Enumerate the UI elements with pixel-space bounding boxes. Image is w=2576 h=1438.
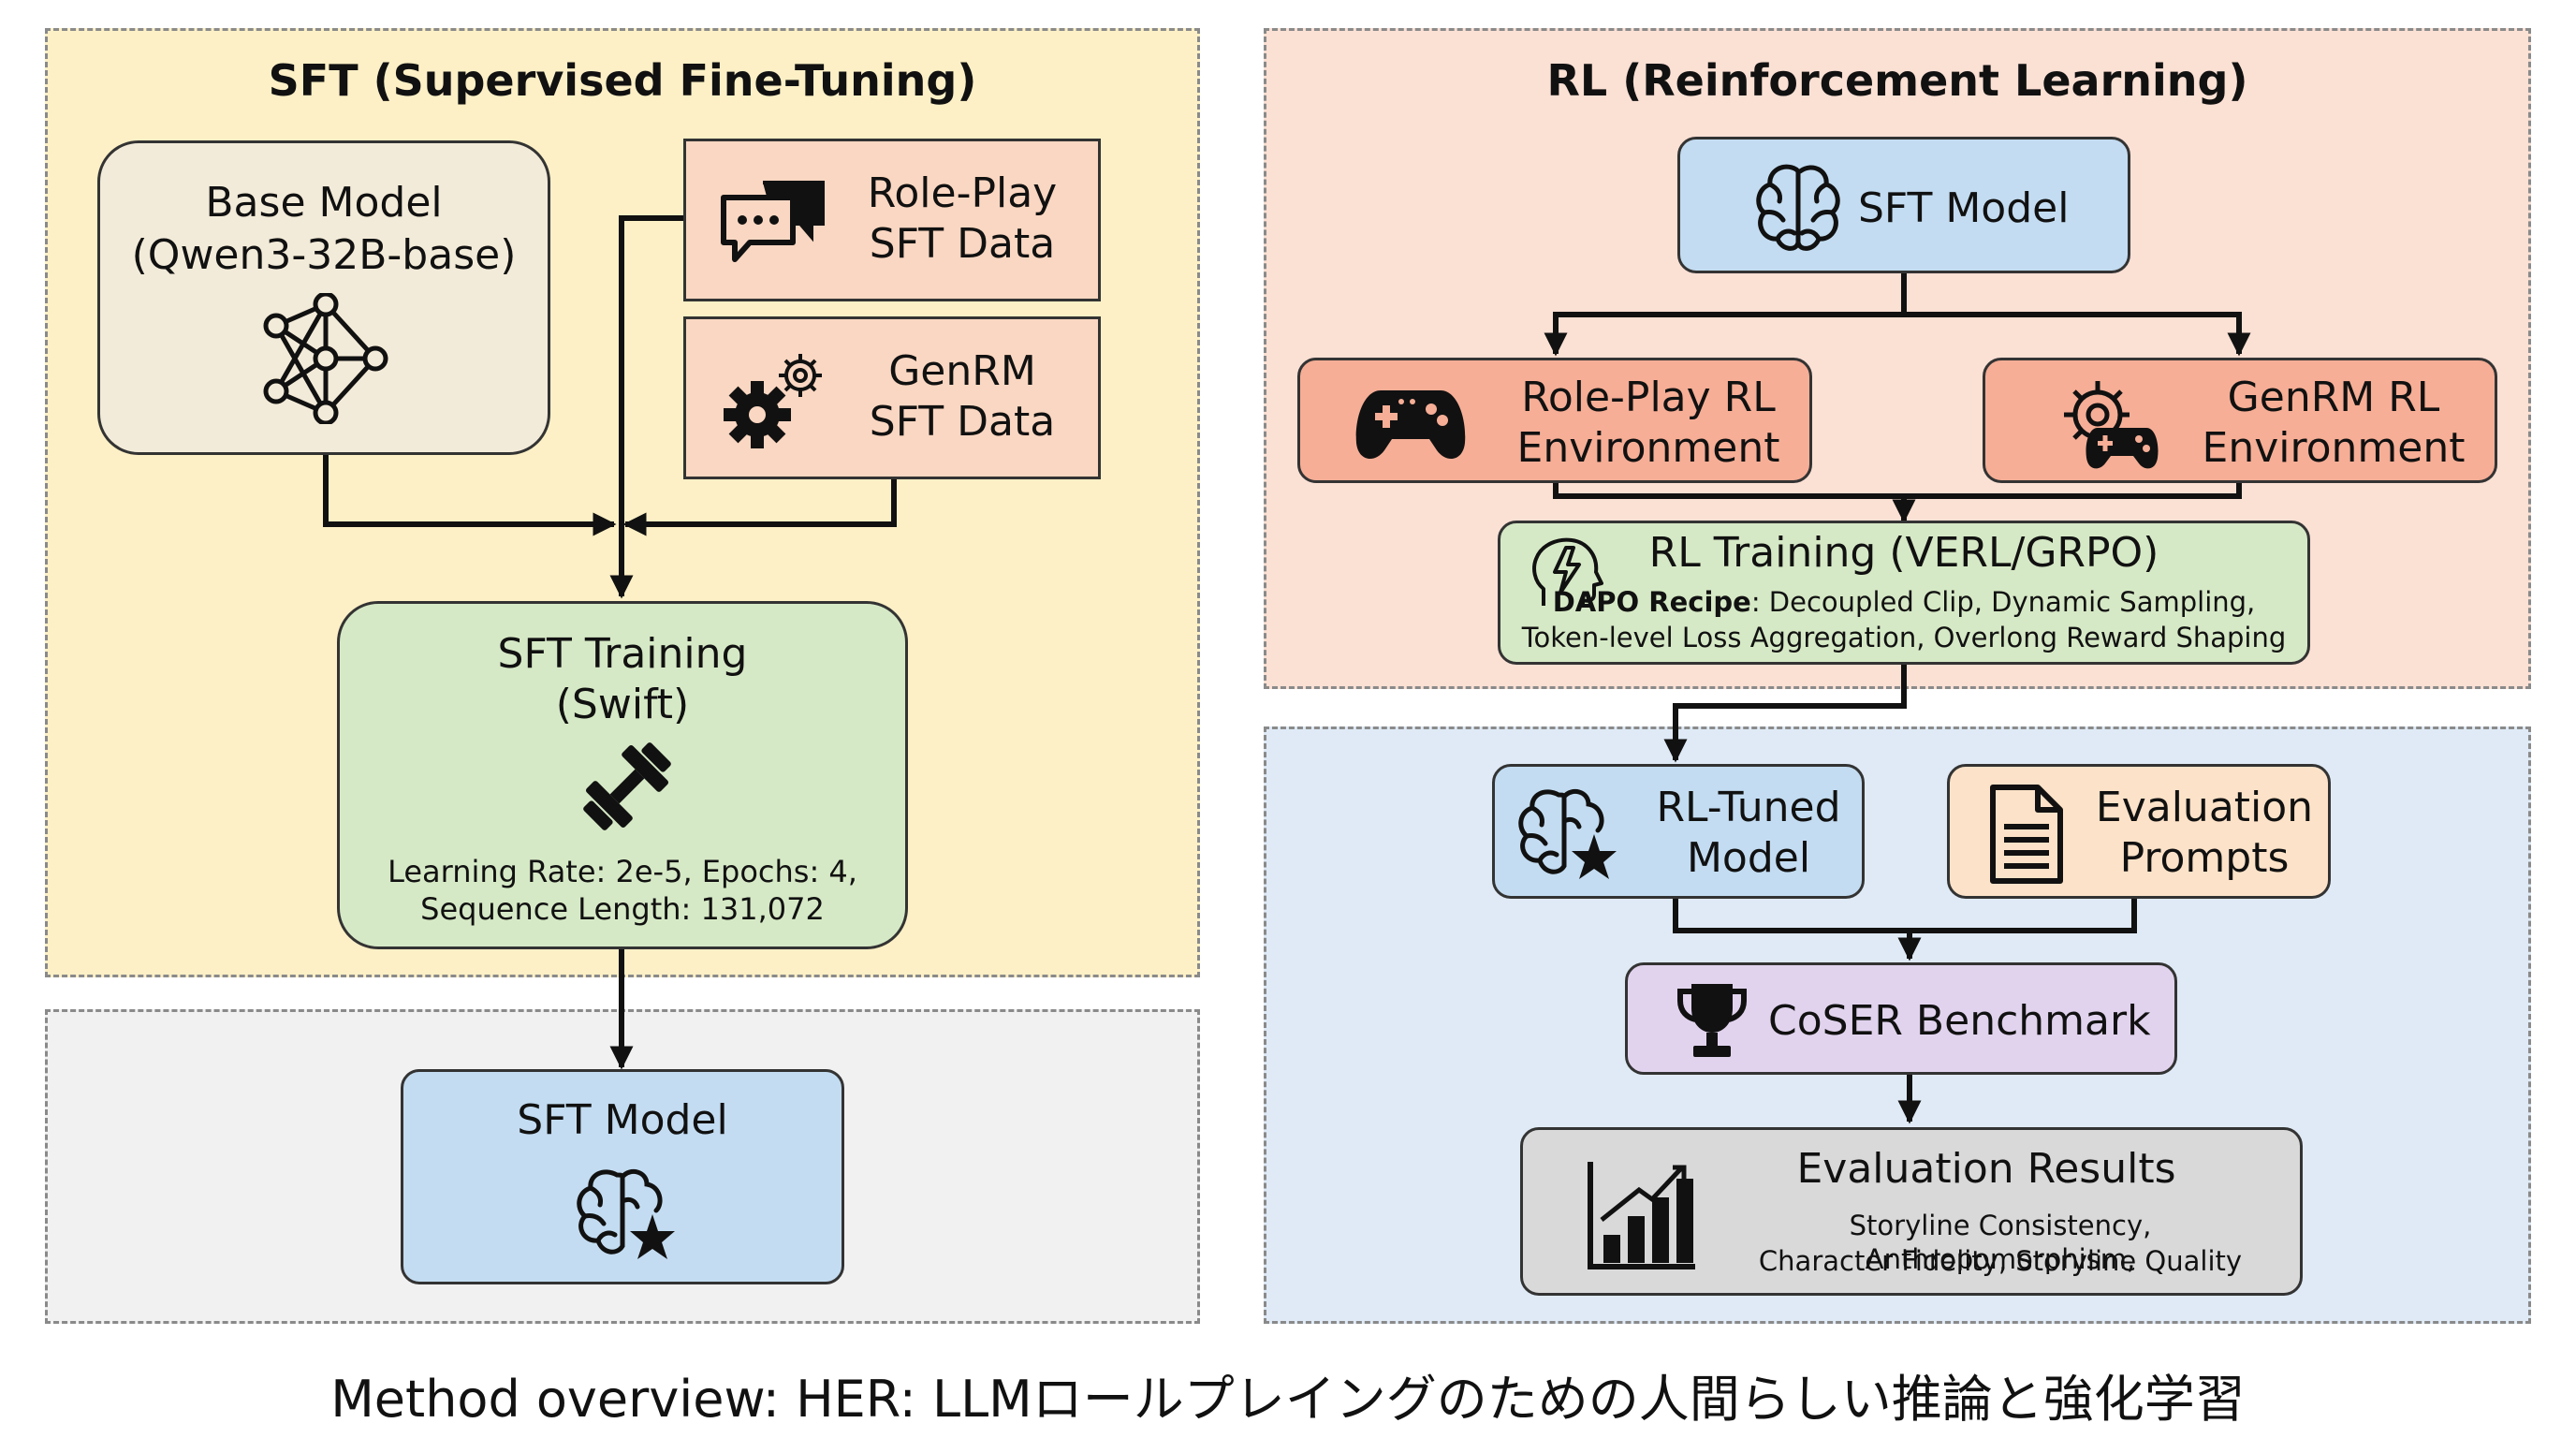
gamepad-icon	[1355, 390, 1466, 460]
evaluation-results-title: Evaluation Results	[1796, 1145, 2176, 1193]
trophy-icon	[1677, 984, 1747, 1057]
roleplay-sft-data-box: Role-Play SFT Data	[683, 139, 1101, 301]
sft-model-output-label: SFT Model	[517, 1096, 728, 1144]
roleplay-sft-data-line2: SFT Data	[869, 220, 1056, 268]
rl-sft-model-label: SFT Model	[1858, 184, 2070, 232]
rl-training-recipe-text: : Decoupled Clip, Dynamic Sampling,	[1750, 586, 2256, 618]
evaluation-results-line1: Storyline Consistency, Anthropomorphism,	[1849, 1210, 2152, 1276]
genrm-rl-env-line2: Environment	[2202, 424, 2466, 472]
rl-tuned-model-box: RL-Tuned Model	[1492, 764, 1865, 899]
roleplay-rl-env-line2: Environment	[1516, 424, 1780, 472]
gear-gamepad-icon	[2064, 381, 2159, 469]
rl-training-title: RL Training (VERL/GRPO)	[1648, 529, 2159, 577]
roleplay-rl-env-box: Role-Play RL Environment	[1297, 358, 1812, 483]
genrm-sft-data-line1: GenRM	[888, 347, 1036, 395]
rl-tuned-model-line1: RL-Tuned	[1656, 784, 1841, 831]
brain-star-icon	[577, 1168, 675, 1259]
bar-chart-icon	[1588, 1162, 1695, 1269]
rl-panel-title: RL (Reinforcement Learning)	[1546, 55, 2248, 106]
coser-benchmark-box: CoSER Benchmark	[1625, 962, 2177, 1075]
sft-training-tool: (Swift)	[555, 681, 690, 728]
head-lightning-icon	[1532, 537, 1603, 606]
rl-training-recipe-line1: DAPO Recipe: Decoupled Clip, Dynamic Sam…	[1500, 585, 2307, 619]
document-icon	[1990, 785, 2063, 884]
evaluation-results-box: Evaluation Results Storyline Consistency…	[1520, 1127, 2303, 1296]
coser-benchmark-label: CoSER Benchmark	[1768, 997, 2151, 1045]
sft-training-detail-1: Learning Rate: 2e-5, Epochs: 4,	[388, 854, 857, 889]
rl-training-box: RL Training (VERL/GRPO) DAPO Recipe: Dec…	[1498, 521, 2310, 665]
base-model-label: Base Model	[205, 179, 443, 227]
rl-tuned-model-line2: Model	[1686, 834, 1811, 882]
genrm-rl-env-line1: GenRM RL	[2227, 374, 2440, 421]
roleplay-sft-data-line1: Role-Play	[867, 169, 1058, 217]
sft-panel-title: SFT (Supervised Fine-Tuning)	[268, 55, 977, 106]
rl-training-recipe-label: DAPO Recipe	[1552, 586, 1751, 618]
genrm-sft-data-box: GenRM SFT Data	[683, 316, 1101, 479]
genrm-rl-env-box: GenRM RL Environment	[1983, 358, 2497, 483]
evaluation-prompts-box: Evaluation Prompts	[1947, 764, 2331, 899]
base-model-name: (Qwen3-32B-base)	[131, 231, 517, 279]
roleplay-rl-env-line1: Role-Play RL	[1521, 374, 1776, 421]
evaluation-prompts-line2: Prompts	[2119, 834, 2290, 882]
evaluation-results-line2: Character Fidelity, Storyline Quality	[1758, 1245, 2243, 1277]
chat-bubbles-icon	[721, 181, 825, 262]
brain-icon	[1756, 164, 1840, 251]
sft-training-title: SFT Training	[497, 630, 748, 678]
figure-caption: Method overview: HER: LLMロールプレイングのための人間ら…	[330, 1370, 2246, 1429]
genrm-sft-data-line2: SFT Data	[869, 398, 1056, 446]
brain-star-icon	[1518, 788, 1617, 879]
neural-network-icon	[263, 293, 388, 424]
sft-training-detail-2: Sequence Length: 131,072	[420, 891, 825, 927]
dumbbell-icon	[583, 742, 671, 830]
base-model-box: Base Model (Qwen3-32B-base)	[97, 140, 550, 455]
sft-model-output-box: SFT Model	[401, 1069, 844, 1284]
rl-training-recipe-line2: Token-level Loss Aggregation, Overlong R…	[1521, 622, 2287, 653]
sft-training-box: SFT Training (Swift) Learning Rate: 2e-5…	[337, 601, 908, 949]
gears-icon	[724, 354, 822, 448]
rl-sft-model-box: SFT Model	[1677, 137, 2130, 273]
evaluation-prompts-line1: Evaluation	[2095, 784, 2314, 831]
